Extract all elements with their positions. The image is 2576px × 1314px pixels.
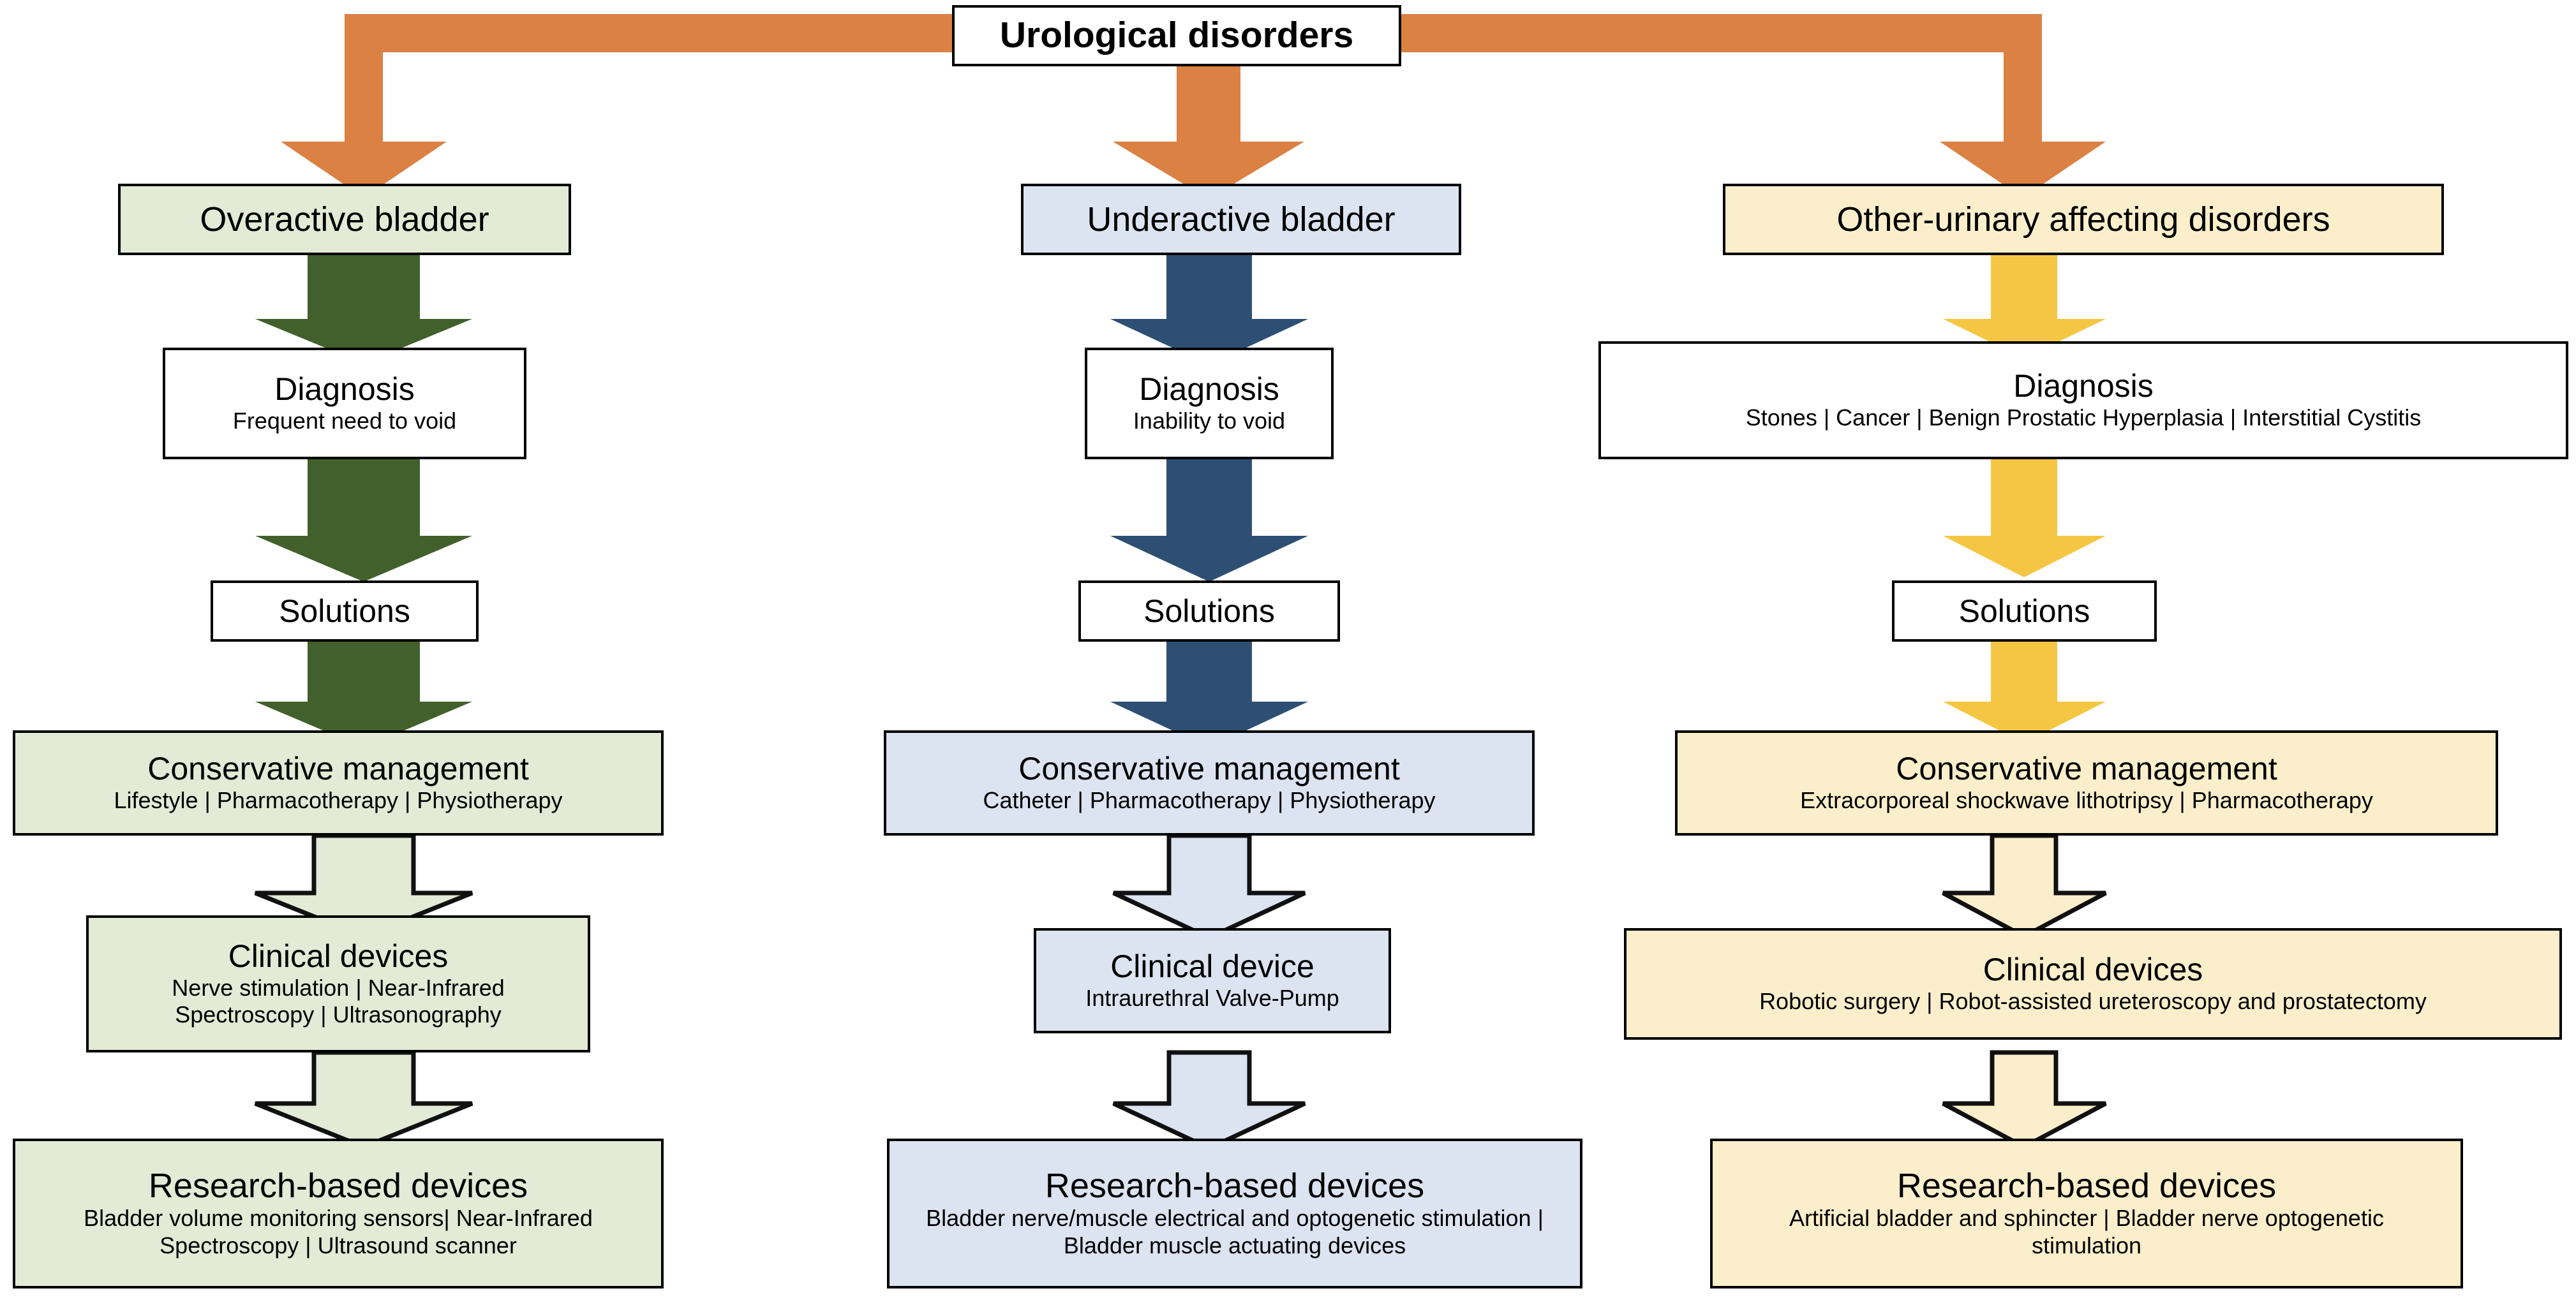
conservative-other-detail: Extracorporeal shockwave lithotripsy | P… [1800,786,2373,813]
blue-arrow-solutions-to-conservative [1110,641,1308,748]
clinical-other-urinary-affecting-disorders[interactable]: Clinical devices Robotic surgery | Robot… [1624,928,2562,1040]
conservative-underactive-bladder-title: Conservative management [1018,750,1400,786]
solutions-overactive-bladder[interactable]: Solutions [211,580,479,642]
research-underactive-bladder[interactable]: Research-based devices Bladder nerve/mus… [887,1139,1582,1288]
yellow-arrow-diagnosis-to-solutions [1943,453,2106,577]
research-overactive-bladder[interactable]: Research-based devices Bladder volume mo… [13,1139,664,1288]
clinical-overactive-bladder-detail: Nerve stimulation | Near-Infrared Spectr… [172,974,505,1028]
orange-center-arrow [1113,52,1304,199]
root-node-label: Urological disorders [999,15,1354,56]
header-other-urinary-affecting-disorders-label: Other-urinary affecting disorders [1836,200,2330,239]
diagnosis-underactive-bladder[interactable]: Diagnosis Inability to void [1085,348,1334,459]
blue-outline-arrow-clinical-to-research [1112,1050,1306,1151]
clinical-underactive-bladder-title: Clinical device [1110,948,1314,984]
conservative-overactive-bladder[interactable]: Conservative management Lifestyle | Phar… [13,730,664,836]
header-underactive-bladder-label: Underactive bladder [1087,200,1396,239]
header-underactive-bladder[interactable]: Underactive bladder [1021,184,1461,255]
research-other-urinary-affecting-disorders[interactable]: Research-based devices Artificial bladde… [1710,1139,2463,1288]
diagnosis-other-detail: Stones | Cancer | Benign Prostatic Hyper… [1745,404,2422,431]
yellow-arrow-group [1943,255,2106,743]
yellow-outline-arrow-conservative-to-clinical [1942,833,2107,939]
solutions-underactive-bladder[interactable]: Solutions [1078,580,1340,642]
green-arrow-header-to-diagnosis [255,255,472,364]
header-overactive-bladder[interactable]: Overactive bladder [118,184,571,255]
diagnosis-overactive-bladder-title: Diagnosis [274,371,415,407]
conservative-other-urinary-affecting-disorders[interactable]: Conservative management Extracorporeal s… [1675,730,2498,836]
diagnosis-underactive-bladder-title: Diagnosis [1139,371,1279,407]
research-other-detail: Artificial bladder and sphincter | Bladd… [1789,1205,2384,1259]
blue-arrow-header-to-diagnosis [1110,255,1308,365]
research-underactive-bladder-title: Research-based devices [1045,1166,1425,1205]
diagnosis-other-urinary-affecting-disorders[interactable]: Diagnosis Stones | Cancer | Benign Prost… [1598,341,2568,459]
green-outline-arrow-conservative-to-clinical [254,833,473,939]
header-overactive-bladder-label: Overactive bladder [200,200,489,239]
research-other-title: Research-based devices [1896,1166,2277,1205]
clinical-overactive-bladder-title: Clinical devices [228,938,449,974]
clinical-other-title: Clinical devices [1983,951,2203,987]
blue-outline-arrow-group [1112,833,1306,1151]
root-node-urological-disorders[interactable]: Urological disorders [952,5,1401,66]
blue-outline-arrow-conservative-to-clinical [1112,833,1306,940]
research-overactive-bladder-title: Research-based devices [148,1166,528,1205]
yellow-arrow-solutions-to-conservative [1943,641,2106,743]
green-outline-arrow-group [254,833,473,1149]
green-arrow-solutions-to-conservative [255,641,472,748]
solutions-other-urinary-affecting-disorders[interactable]: Solutions [1892,580,2157,642]
solutions-underactive-bladder-title: Solutions [1143,593,1275,629]
green-outline-arrow-clinical-to-research [254,1050,473,1149]
diagnosis-other-title: Diagnosis [2013,367,2154,404]
solutions-overactive-bladder-title: Solutions [279,593,410,629]
diagnosis-overactive-bladder-detail: Frequent need to void [232,407,457,434]
conservative-overactive-bladder-detail: Lifestyle | Pharmacotherapy | Physiother… [114,786,563,813]
conservative-underactive-bladder[interactable]: Conservative management Catheter | Pharm… [884,730,1535,836]
clinical-other-detail: Robotic surgery | Robot-assisted uretero… [1759,987,2427,1014]
clinical-underactive-bladder-detail: Intraurethral Valve-Pump [1085,984,1339,1011]
diagnosis-underactive-bladder-detail: Inability to void [1133,407,1286,434]
conservative-underactive-bladder-detail: Catheter | Pharmacotherapy | Physiothera… [983,786,1436,813]
yellow-arrow-header-to-diagnosis [1943,255,2106,358]
blue-arrow-group [1110,255,1308,748]
yellow-outline-arrow-group [1942,833,2107,1149]
clinical-overactive-bladder[interactable]: Clinical devices Nerve stimulation | Nea… [86,915,590,1052]
solutions-other-title: Solutions [1958,593,2090,629]
yellow-outline-arrow-clinical-to-research [1942,1050,2107,1149]
diagnosis-overactive-bladder[interactable]: Diagnosis Frequent need to void [163,348,526,459]
research-overactive-bladder-detail: Bladder volume monitoring sensors| Near-… [84,1205,593,1259]
green-arrow-group [255,255,472,748]
research-underactive-bladder-detail: Bladder nerve/muscle electrical and opto… [926,1205,1544,1259]
conservative-overactive-bladder-title: Conservative management [147,750,529,786]
header-other-urinary-affecting-disorders[interactable]: Other-urinary affecting disorders [1723,184,2444,255]
blue-arrow-diagnosis-to-solutions [1110,459,1308,582]
green-arrow-diagnosis-to-solutions [255,459,472,582]
conservative-other-title: Conservative management [1896,750,2277,786]
clinical-underactive-bladder[interactable]: Clinical device Intraurethral Valve-Pump [1034,928,1391,1033]
